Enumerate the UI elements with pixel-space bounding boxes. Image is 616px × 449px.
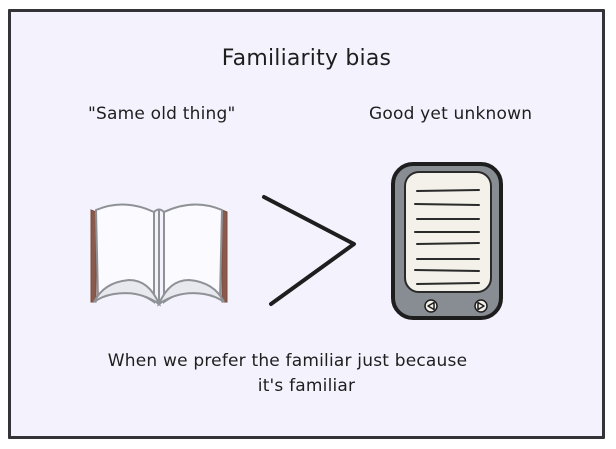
caption: When we prefer the familiar just because… — [11, 349, 602, 399]
next-page-button-icon — [474, 299, 488, 313]
caption-line-2: it's familiar — [257, 376, 356, 396]
unknown-label: Good yet unknown — [369, 104, 533, 124]
diagram-frame: Familiarity bias "Same old thing" Good y… — [8, 9, 605, 439]
greater-than-icon — [262, 195, 356, 306]
diagram-title: Familiarity bias — [221, 46, 392, 71]
caption-line-1: When we prefer the familiar just because — [107, 351, 468, 371]
e-reader-icon — [391, 162, 503, 320]
familiar-label: "Same old thing" — [88, 104, 236, 124]
prev-page-button-icon — [424, 299, 438, 313]
open-book-icon — [90, 203, 228, 307]
